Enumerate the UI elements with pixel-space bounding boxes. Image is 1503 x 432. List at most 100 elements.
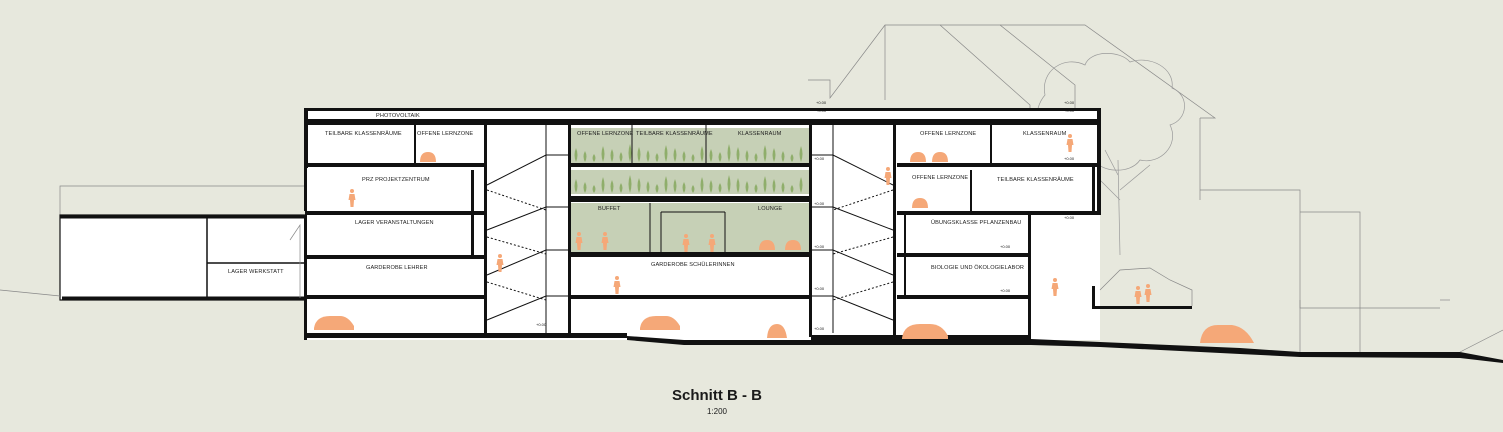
svg-text:+0.00: +0.00 [536,322,547,327]
label-offene-lernzone-center: OFFENE LERNZONE [577,131,633,137]
plant [583,182,587,193]
plant [619,183,623,193]
plant [682,151,686,162]
stair-left [486,154,568,321]
plant [727,144,731,162]
plant [799,146,803,162]
plant [673,148,677,162]
terrain [627,189,1503,363]
svg-text:+0.00: +0.00 [1000,244,1011,249]
plant [700,146,704,162]
person-head [710,234,714,238]
plant [646,181,650,193]
person-body [1144,289,1152,302]
label-lounge: LOUNGE [758,206,782,212]
label-teilbare-klassenraeume-right: TEILBARE KLASSENRÄUME [997,176,1074,183]
label-photovoltaik: PHOTOVOLTAIK [376,113,420,119]
label-klassenraum-center: KLASSENRAUM [738,131,782,137]
svg-text:+0.00: +0.00 [1000,288,1011,293]
label-teilbare-klassenraeume-left: TEILBARE KLASSENRÄUME [325,130,402,137]
label-lager-werkstatt: LAGER WERKSTATT [228,269,284,275]
person-head [1053,278,1057,282]
walls [304,108,1192,340]
plant [799,177,803,193]
plant [754,153,758,162]
seated-people [759,240,775,250]
plant [745,150,749,162]
plant [736,178,740,193]
plant [610,149,614,162]
svg-text:+0.00: +0.00 [816,100,827,105]
plant [763,145,767,162]
plant [673,179,677,193]
plant [772,148,776,162]
plant [619,152,623,162]
plant [646,150,650,162]
plant [655,184,659,193]
plant [583,151,587,162]
seated-people [785,240,801,250]
person-head [684,234,688,238]
label-offene-lernzone-left: OFFENE LERNZONE [417,131,473,137]
svg-text:+0.00: +0.00 [1064,156,1075,161]
plant [790,185,794,193]
person-body [348,194,356,207]
drawing-title: Schnitt B - B [672,387,762,404]
person-body [1134,291,1142,304]
seated-people [910,152,926,162]
person-body [575,237,583,250]
person-head [498,254,502,258]
plant [709,180,713,193]
svg-text:+0.00: +0.00 [814,286,825,291]
plant [700,177,704,193]
plant [628,144,632,162]
plant [727,175,731,193]
person-body [682,239,690,252]
seated-people [420,152,436,162]
label-garderobe-lehrer: GARDEROBE LEHRER [366,265,428,271]
person-body [613,281,621,294]
plant [709,149,713,162]
person-head [1068,134,1072,138]
label-offene-lernzone-right-top: OFFENE LERNZONE [920,131,976,137]
plant [664,176,668,193]
label-uebungsklasse-pflanzenbau: ÜBUNGSKLASSE PFLANZENBAU [931,219,1021,226]
plant [637,178,641,193]
seated-people [912,198,928,208]
plant-greenery [574,144,803,193]
svg-text:+0.00: +0.00 [1064,108,1075,113]
plant [718,152,722,162]
plant [772,179,776,193]
plant [655,153,659,162]
person-head [603,232,607,236]
person-body [1051,283,1059,296]
drawing-scale: 1:200 [707,407,728,416]
label-biologie-oekologielabor: BIOLOGIE UND ÖKOLOGIELABOR [931,264,1024,271]
label-garderobe-schuelerinnen: GARDEROBE SCHÜLERINNEN [651,261,735,268]
stair-right [811,154,894,321]
person-body [601,237,609,250]
plant [781,182,785,193]
person-head [350,189,354,193]
plant [574,179,578,193]
svg-text:+0.00: +0.00 [1064,100,1075,105]
plant [664,145,668,162]
level-marker-icons: +0.00 +0.00 +0.00 +0.00 +0.00 +0.00 +0.00 +0… [536,100,1075,331]
people-figures [348,134,1152,304]
neighbour-house-outline [808,24,1217,200]
person-body [496,259,504,272]
plant [601,177,605,193]
plant [754,184,758,193]
svg-text:+0.00: +0.00 [1064,215,1075,220]
plant [574,148,578,162]
plant [790,154,794,162]
person-head [615,276,619,280]
label-buffet: BUFFET [598,206,621,212]
svg-text:+0.00: +0.00 [814,326,825,331]
person-head [886,167,890,171]
person-head [1136,286,1140,290]
plant [691,185,695,193]
label-klassenraum-right: KLASSENRAUM [1023,131,1067,137]
person-body [884,172,892,185]
